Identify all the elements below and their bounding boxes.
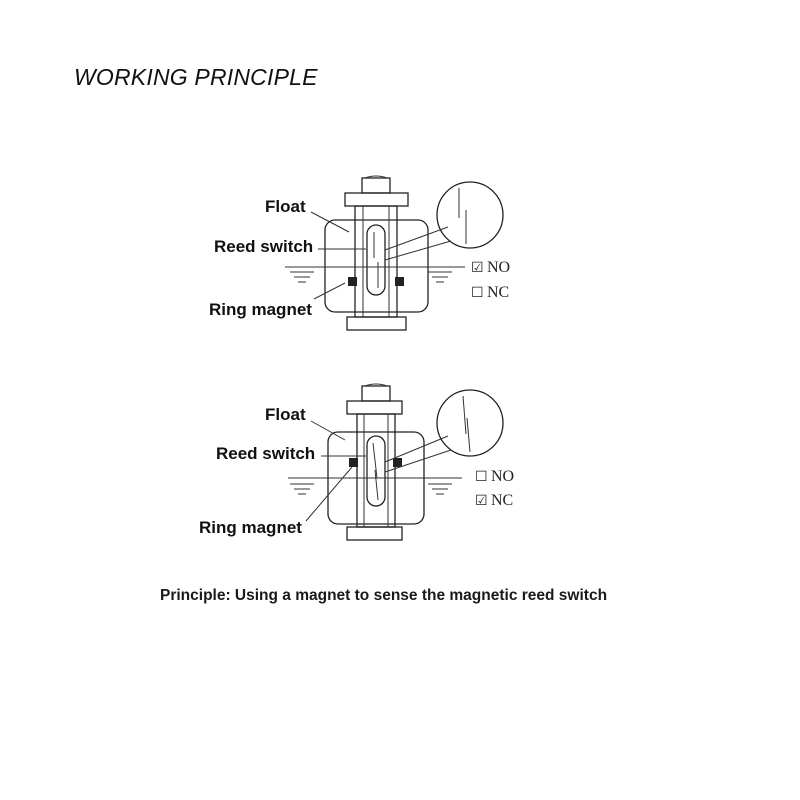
water-symbol-right — [428, 271, 452, 283]
label-float: Float — [265, 197, 306, 216]
magnifier-circle — [436, 389, 504, 457]
option-nc: NC — [487, 284, 509, 301]
option-no: NO — [491, 468, 514, 485]
stem-top — [361, 177, 391, 194]
stem-tube — [354, 205, 398, 318]
ring-magnet-right — [393, 458, 402, 467]
ring-magnet-right — [395, 277, 404, 286]
option-no: NO — [487, 259, 510, 276]
reed-contact-upper — [462, 395, 467, 435]
reed-contact-lower — [466, 417, 471, 453]
option-nc: NC — [491, 492, 513, 509]
bottom-flange — [346, 526, 403, 541]
bottom-flange — [346, 316, 407, 331]
reed-switch — [366, 224, 386, 296]
top-flange — [344, 192, 409, 207]
page-title: WORKING PRINCIPLE — [74, 64, 318, 90]
label-reed-switch: Reed switch — [214, 237, 313, 256]
stem-top — [361, 385, 391, 402]
water-symbol-right — [428, 483, 452, 495]
top-flange — [346, 400, 403, 415]
reed-switch — [366, 435, 386, 507]
float-body — [324, 219, 429, 313]
principle-caption: Principle: Using a magnet to sense the m… — [160, 587, 608, 604]
diagram-normally-closed: Float Reed switch Ring magnet ☐ NO ☑ NC — [199, 383, 514, 541]
ring-magnet-left — [349, 458, 358, 467]
label-ring-magnet: Ring magnet — [209, 300, 312, 319]
checkbox-no-checked: ☑ — [471, 260, 484, 276]
checkbox-nc-empty: ☐ — [471, 285, 484, 301]
diagram-normally-open: Float Reed switch Ring magnet ☑ NO ☐ NC — [209, 175, 510, 331]
ring-magnet-left — [348, 277, 357, 286]
magnifier-circle — [436, 181, 504, 249]
water-symbol-left — [290, 483, 314, 495]
checkbox-nc-checked: ☑ — [475, 493, 488, 509]
label-float: Float — [265, 405, 306, 424]
checkbox-no-empty: ☐ — [475, 469, 488, 485]
label-reed-switch: Reed switch — [216, 444, 315, 463]
label-ring-magnet: Ring magnet — [199, 518, 302, 537]
water-symbol-left — [290, 271, 314, 283]
